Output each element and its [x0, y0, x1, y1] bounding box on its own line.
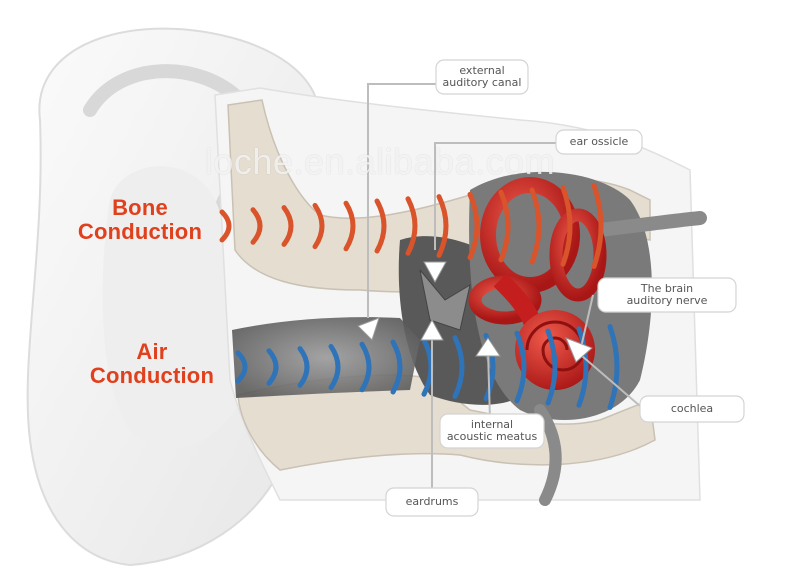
label-ear-ossicle: ear ossicle	[569, 135, 629, 148]
air-conduction-title: Air Conduction	[72, 340, 232, 388]
arrow-eardrums	[420, 318, 444, 341]
bone-conduction-title: Bone Conduction	[60, 196, 220, 244]
air-wave-arc	[545, 328, 558, 406]
callout-lines	[367, 83, 641, 495]
air-wave-arc	[297, 346, 310, 388]
nerve-line1: The brain	[640, 282, 694, 295]
bone-wave-arc	[591, 183, 604, 269]
bone-wave-arc	[498, 189, 511, 263]
bone-wave-arc	[343, 200, 356, 252]
arrow-external-canal	[357, 317, 380, 341]
bone-wave-arc	[312, 202, 325, 250]
ossicle-bones	[419, 269, 471, 331]
label-brain-auditory-nerve: The brain auditory nerve	[598, 283, 736, 307]
external-line1: external	[459, 64, 505, 77]
external-line2: auditory canal	[442, 76, 522, 89]
bubble-external-canal	[435, 59, 529, 95]
auditory-nerve-tube	[593, 211, 707, 237]
bone-title-line2: Conduction	[77, 219, 203, 244]
bubble-ear-ossicle	[555, 129, 643, 155]
label-internal-acoustic-meatus: internal acoustic meatus	[440, 419, 544, 443]
bone-wave-arc	[219, 209, 232, 243]
bone-wave-arc	[529, 187, 542, 265]
arrow-meatus	[475, 337, 501, 357]
air-title-line1: Air	[136, 339, 168, 364]
air-wave-arc	[514, 330, 527, 404]
watermark: loche.en.alibaba.com	[204, 141, 556, 182]
bubble-cochlea	[639, 395, 745, 423]
label-cochlea: cochlea	[670, 402, 714, 415]
bone-conduction-waves	[219, 183, 604, 269]
bone-title-line1: Bone	[112, 195, 168, 220]
bone-wave-arc	[250, 207, 263, 245]
bone-wave-arc	[560, 185, 573, 267]
air-wave-arc	[390, 339, 403, 395]
acoustic-meatus-tube	[534, 404, 562, 506]
bubble-eardrums	[385, 487, 479, 517]
meatus-line2: acoustic meatus	[446, 430, 538, 443]
meatus-line1: internal	[470, 418, 514, 431]
bubble-nerve	[597, 277, 737, 313]
air-wave-arc	[235, 350, 248, 384]
bone-wave-arc	[467, 191, 480, 261]
callout-bubbles	[385, 59, 745, 517]
bone-wave-arc	[281, 205, 294, 247]
bone-wave-arc	[436, 194, 449, 258]
air-wave-arc	[359, 341, 372, 393]
air-wave-arc	[452, 335, 465, 399]
arrow-cochlea	[565, 337, 593, 363]
label-external-auditory-canal: external auditory canal	[436, 65, 528, 89]
air-conduction-waves	[235, 324, 620, 410]
air-wave-arc	[576, 326, 589, 408]
nerve-line2: auditory nerve	[626, 294, 708, 307]
bubble-meatus	[439, 413, 545, 449]
label-eardrums: eardrums	[405, 495, 459, 508]
air-wave-arc	[266, 348, 279, 386]
ear-canal	[232, 317, 420, 398]
bone-wave-arc	[405, 196, 418, 256]
arrow-ossicle	[423, 261, 447, 284]
air-title-line2: Conduction	[89, 363, 215, 388]
pinna-concha	[102, 166, 250, 449]
bone-wave-arc	[374, 198, 387, 254]
pointer-arrows	[357, 261, 593, 363]
air-wave-arc	[607, 324, 620, 410]
air-wave-arc	[328, 343, 341, 391]
